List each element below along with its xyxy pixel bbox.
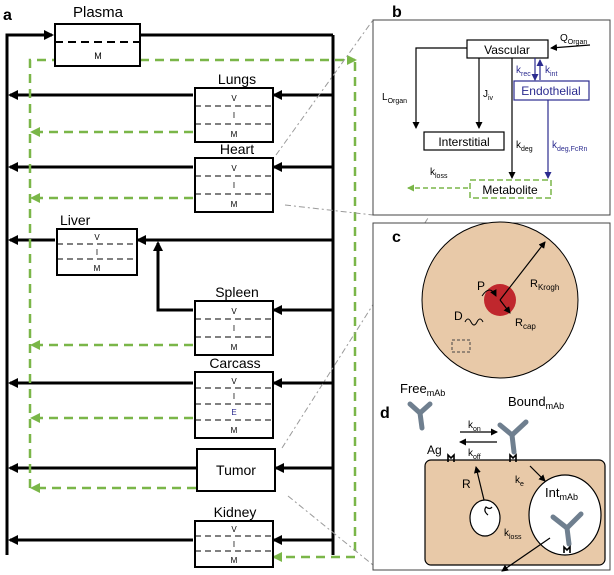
k-deg-label: kdeg: [516, 140, 533, 153]
carcass-v: V: [231, 377, 237, 386]
k-e-label: ke: [515, 475, 524, 488]
k-loss-label-d: kloss: [504, 528, 522, 541]
liver-i: I: [96, 248, 98, 257]
k-off-label: koff: [468, 448, 481, 461]
antigen-icon: [447, 453, 455, 462]
interstitial-label: Interstitial: [438, 135, 489, 149]
receptor-icon: [484, 506, 493, 516]
carcass-compartment: Carcass V I E M: [194, 355, 274, 439]
q-organ-label: QOrgan: [560, 33, 587, 46]
bound-mab-icon: [497, 419, 529, 455]
spleen-label: Spleen: [215, 284, 259, 300]
plasma-compartment: M Plasma: [54, 4, 141, 67]
lymph-right: [272, 62, 357, 562]
arterial-venous-lines: [5, 30, 335, 555]
lungs-m: M: [231, 130, 238, 139]
lymph-lines: [28, 55, 357, 562]
spleen-i: I: [233, 324, 235, 333]
kidney-label: Kidney: [214, 504, 257, 520]
tumor-compartment: Tumor: [196, 448, 276, 492]
spleen-m: M: [231, 343, 238, 352]
free-mab-label: FreemAb: [400, 381, 445, 398]
spleen-to-liver: [153, 241, 193, 312]
panel-cd: c RKrogh Rcap P D d FreemAb BoundmAb: [372, 221, 611, 572]
ag-label: Ag: [427, 443, 442, 457]
k-deg-fcrn-label: kdeg,FcRn: [552, 140, 587, 153]
liver-v: V: [94, 233, 100, 242]
antigen-bound-icon: [509, 453, 517, 462]
l-organ-label: LOrgan: [382, 92, 407, 105]
r-cap-label: Rcap: [515, 317, 536, 331]
kidney-compartment: Kidney V I M: [194, 504, 274, 568]
metabolite-label: Metabolite: [482, 183, 538, 197]
panel-b: b Vascular QOrgan LOrgan Jiv krec kint E…: [372, 4, 611, 216]
carcass-e: E: [231, 408, 236, 417]
heart-label: Heart: [220, 141, 254, 157]
interstitial-box: [423, 131, 505, 151]
lungs-v: V: [231, 94, 237, 103]
heart-i: I: [233, 181, 235, 190]
free-mab-icon: [407, 401, 433, 431]
spleen-v: V: [231, 307, 237, 316]
internalized-mab-icon: [550, 511, 584, 547]
lymph-left: [28, 58, 55, 488]
tumor-label: Tumor: [216, 462, 256, 478]
internalized-vesicle: [528, 474, 602, 556]
kidney-i: I: [233, 540, 235, 549]
panel-c-label: c: [392, 229, 401, 246]
vascular-label: Vascular: [484, 43, 530, 57]
k-loss-label-b: kloss: [430, 167, 448, 180]
int-mab-label: IntmAb: [545, 485, 578, 502]
lungs-i: I: [233, 111, 235, 120]
bound-mab-label: BoundmAb: [508, 394, 564, 411]
venous-return-line: [5, 30, 54, 555]
panel-a-label: a: [3, 7, 12, 24]
j-iv-label: Jiv: [483, 89, 494, 102]
carcass-label: Carcass: [209, 355, 260, 371]
carcass-m: M: [231, 426, 238, 435]
liver-label: Liver: [60, 212, 91, 228]
kidney-v: V: [231, 525, 237, 534]
plasma-label: Plasma: [73, 4, 124, 21]
metabolite-box: [469, 179, 552, 199]
endothelial-box: [513, 80, 590, 101]
r-krogh-label: RKrogh: [530, 278, 559, 292]
receptor-vesicle: [469, 499, 501, 537]
lungs-label: Lungs: [218, 71, 256, 87]
d-label: D: [454, 309, 463, 323]
liver-compartment: Liver V I M: [56, 212, 138, 276]
heart-v: V: [231, 164, 237, 173]
spleen-compartment: Spleen V I M: [194, 284, 274, 356]
panel-b-label: b: [392, 4, 402, 21]
heart-compartment: Heart V I M: [194, 141, 274, 213]
vascular-box: [466, 39, 549, 59]
liver-m: M: [94, 264, 101, 273]
plasma-m-label: M: [94, 51, 102, 61]
panel-a: a: [3, 4, 357, 568]
lungs-compartment: Lungs V I M: [194, 71, 274, 143]
k-rec-label: krec: [516, 65, 531, 78]
p-label: P: [477, 279, 485, 293]
r-label: R: [462, 477, 471, 491]
panel-d-label: d: [380, 405, 390, 422]
heart-m: M: [231, 200, 238, 209]
k-on-label: kon: [468, 420, 481, 433]
endothelial-label: Endothelial: [521, 84, 580, 98]
carcass-i: I: [233, 392, 235, 401]
k-int-label: kint: [545, 65, 557, 78]
kidney-m: M: [231, 556, 238, 565]
